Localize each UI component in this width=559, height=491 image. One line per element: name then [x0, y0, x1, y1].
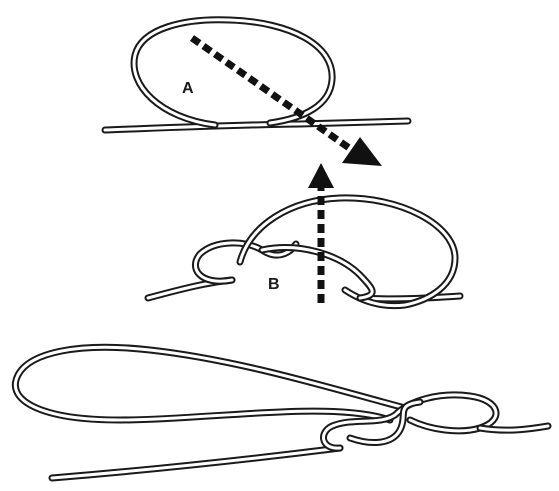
loop-b-label: B: [268, 276, 280, 293]
step-two-standing-rope: [148, 280, 460, 299]
step-one-arrow-head: [342, 137, 382, 166]
step-one-loop-a: A: [105, 20, 408, 166]
step-two-loop-b: B: [148, 163, 460, 306]
step-two-arrow-head: [308, 163, 334, 188]
loop-a-label: A: [182, 80, 194, 97]
step-three-finished-knot: [15, 347, 548, 478]
